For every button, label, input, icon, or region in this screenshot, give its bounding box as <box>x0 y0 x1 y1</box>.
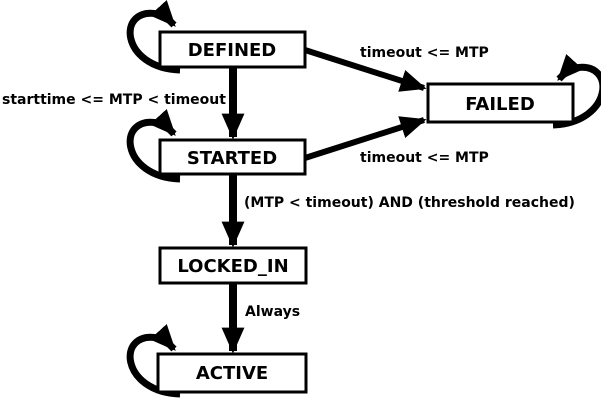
state-started-box <box>158 138 307 176</box>
transition-defined-started-label: starttime <= MTP < timeout <box>2 92 226 108</box>
self-loop-active <box>126 323 181 398</box>
self-loop-started <box>126 108 181 183</box>
transition-started-lockedin-label: (MTP < timeout) AND (threshold reached) <box>244 195 575 211</box>
state-lockedin-label: LOCKED_IN <box>177 256 288 277</box>
state-failed-box <box>426 82 575 124</box>
state-failed-label: FAILED <box>465 94 535 115</box>
state-active-box <box>156 352 308 394</box>
self-loop-defined <box>126 0 181 74</box>
transition-started-failed-label: timeout <= MTP <box>360 150 489 166</box>
transition-defined-failed-arrow <box>304 47 427 92</box>
state-active-label: ACTIVE <box>196 363 268 384</box>
state-defined-label: DEFINED <box>188 40 277 61</box>
self-loop-failed <box>552 53 601 129</box>
transition-started-failed-arrow <box>304 116 427 161</box>
state-started-label: STARTED <box>187 148 277 169</box>
state-defined-box <box>158 30 307 69</box>
transition-lockedin-active-label: Always <box>245 304 300 320</box>
transition-defined-failed-label: timeout <= MTP <box>360 45 489 61</box>
state-lockedin-box <box>158 246 308 285</box>
